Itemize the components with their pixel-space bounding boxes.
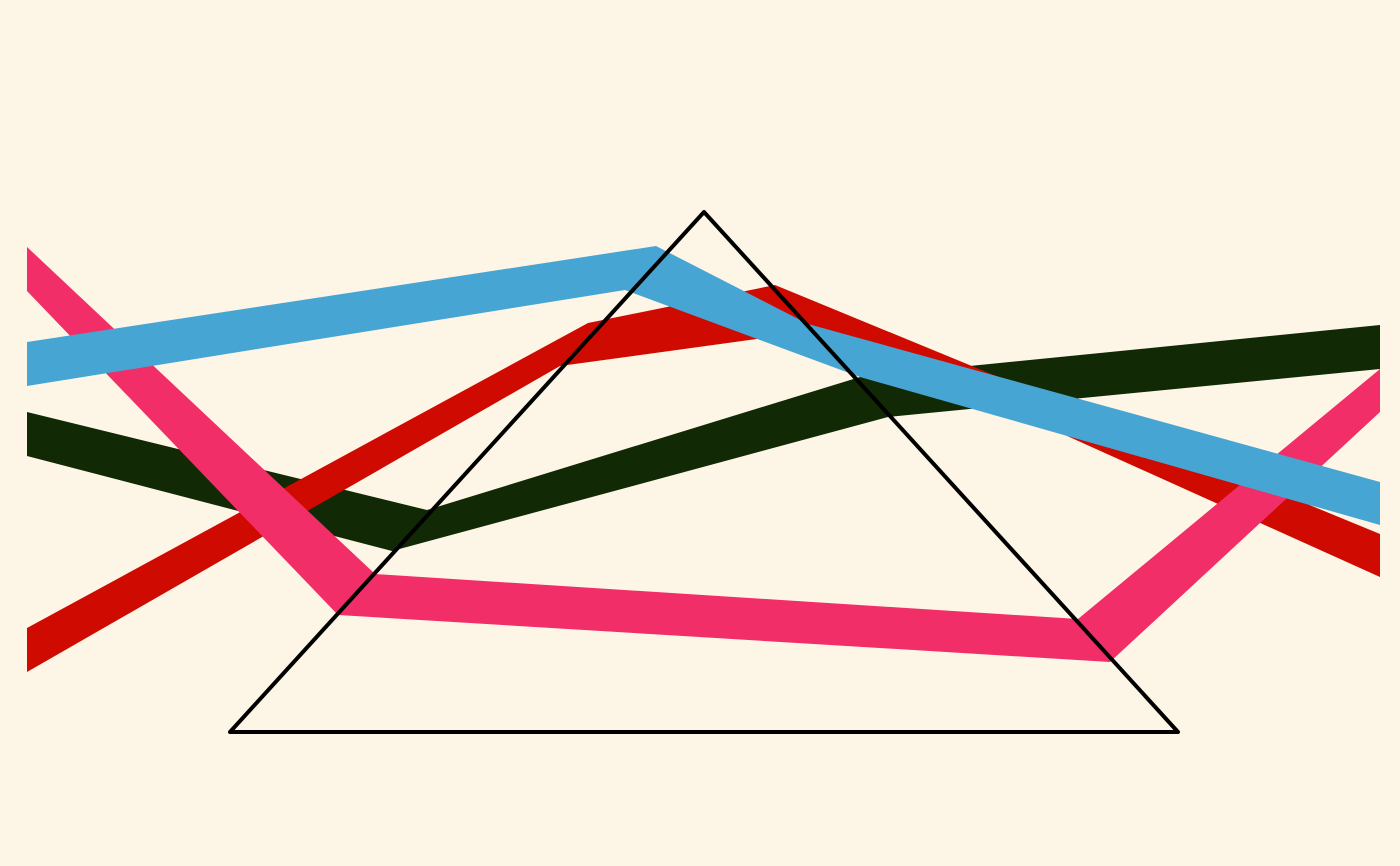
- green-band: [27, 325, 1380, 551]
- blue-band: [27, 246, 1380, 525]
- triangle-outline: [228, 210, 1180, 734]
